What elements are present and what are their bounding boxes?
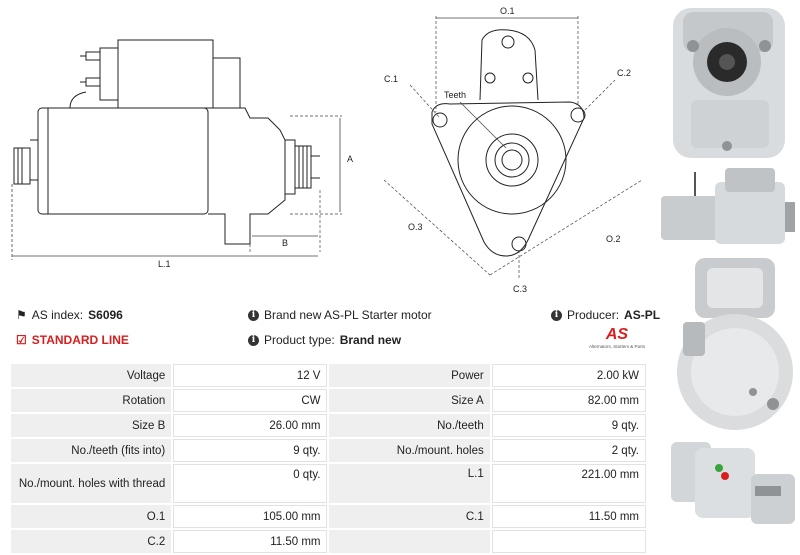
spec-label bbox=[329, 530, 490, 553]
product-photo-front bbox=[673, 8, 785, 158]
info-icon: i bbox=[551, 309, 562, 321]
spec-value: 0 qty. bbox=[173, 464, 328, 503]
spec-label: No./mount. holes with thread bbox=[11, 464, 172, 503]
flange-outline bbox=[431, 101, 585, 257]
as-index-label: AS index: bbox=[31, 308, 84, 322]
spec-label: Power bbox=[329, 364, 490, 387]
logo-mark: AS bbox=[605, 326, 629, 343]
spec-label: No./mount. holes bbox=[329, 439, 490, 462]
spec-table: Voltage 12 V Power 2.00 kW Rotation CW S… bbox=[9, 362, 648, 555]
tag-icon: ⚑ bbox=[16, 308, 27, 322]
spec-label: O.1 bbox=[11, 505, 172, 528]
product-photo-angle bbox=[671, 442, 795, 524]
spec-value: 26.00 mm bbox=[173, 414, 328, 437]
product-type-label: Product type: bbox=[264, 333, 335, 347]
spec-label: Size A bbox=[329, 389, 490, 412]
dim-c2-label: C.2 bbox=[617, 68, 631, 78]
side-view-drawing: A B L.1 bbox=[11, 39, 353, 269]
producer-value: AS-PL bbox=[624, 308, 661, 322]
spec-label: Size B bbox=[11, 414, 172, 437]
spec-value: CW bbox=[173, 389, 328, 412]
description-row: i Brand new AS-PL Starter motor bbox=[248, 308, 432, 322]
solenoid-outline bbox=[117, 39, 214, 109]
front-view-drawing: O.1 C.1 C.2 Teeth O.3 O.2 C.3 bbox=[383, 6, 643, 294]
table-row: Size B 26.00 mm No./teeth 9 qty. bbox=[11, 414, 646, 437]
spec-label: No./teeth bbox=[329, 414, 490, 437]
as-index-row: ⚑ AS index: S6096 bbox=[16, 308, 123, 322]
info-icon: i bbox=[248, 334, 259, 346]
spec-value: 9 qty. bbox=[173, 439, 328, 462]
table-row: Voltage 12 V Power 2.00 kW bbox=[11, 364, 646, 387]
dim-c1-label: C.1 bbox=[384, 74, 398, 84]
spec-label: C.1 bbox=[329, 505, 490, 528]
as-index-value: S6096 bbox=[88, 308, 123, 322]
standard-line-row: ☑ STANDARD LINE bbox=[16, 333, 129, 347]
spec-value bbox=[491, 530, 646, 553]
spec-label: L.1 bbox=[329, 464, 490, 503]
description-text: Brand new AS-PL Starter motor bbox=[264, 308, 432, 322]
spec-value: 2 qty. bbox=[491, 439, 646, 462]
checkbox-check-icon: ☑ bbox=[16, 333, 27, 347]
table-row: O.1 105.00 mm C.1 11.50 mm bbox=[11, 505, 646, 528]
teeth-label: Teeth bbox=[444, 90, 466, 100]
spec-value: 11.50 mm bbox=[491, 505, 646, 528]
product-photo-side bbox=[661, 168, 795, 244]
nose-housing-outline bbox=[208, 107, 286, 245]
motor-body-outline bbox=[37, 107, 209, 215]
spec-value: 12 V bbox=[173, 364, 328, 387]
dim-a-label: A bbox=[347, 154, 353, 164]
logo-tagline: Alternators, Starters & Parts bbox=[588, 344, 646, 349]
spec-value: 105.00 mm bbox=[173, 505, 328, 528]
dim-l1-label: L.1 bbox=[158, 259, 171, 269]
spec-value: 9 qty. bbox=[491, 414, 646, 437]
spec-label: Rotation bbox=[11, 389, 172, 412]
as-pl-logo: AS Alternators, Starters & Parts bbox=[584, 326, 650, 350]
dim-o3-label: O.3 bbox=[408, 222, 423, 232]
dim-o2-label: O.2 bbox=[606, 234, 621, 244]
dim-o1-label: O.1 bbox=[500, 6, 515, 16]
spec-value: 11.50 mm bbox=[173, 530, 328, 553]
spec-label: Voltage bbox=[11, 364, 172, 387]
product-type-row: i Product type: Brand new bbox=[248, 333, 401, 347]
producer-label: Producer: bbox=[567, 308, 620, 322]
table-row: No./teeth (fits into) 9 qty. No./mount. … bbox=[11, 439, 646, 462]
product-photo-rear bbox=[677, 258, 793, 430]
spec-label: C.2 bbox=[11, 530, 172, 553]
table-row: No./mount. holes with thread 0 qty. L.1 … bbox=[11, 464, 646, 503]
dim-b-label: B bbox=[282, 238, 288, 248]
spec-value: 2.00 kW bbox=[491, 364, 646, 387]
table-row: Rotation CW Size A 82.00 mm bbox=[11, 389, 646, 412]
spec-label: No./teeth (fits into) bbox=[11, 439, 172, 462]
producer-row: i Producer: AS-PL bbox=[551, 308, 660, 322]
table-row: C.2 11.50 mm bbox=[11, 530, 646, 553]
info-icon: i bbox=[248, 309, 259, 321]
product-type-value: Brand new bbox=[339, 333, 402, 347]
dim-c3-label: C.3 bbox=[513, 284, 527, 294]
spec-value: 82.00 mm bbox=[491, 389, 646, 412]
standard-line-label: STANDARD LINE bbox=[31, 333, 129, 347]
spec-value: 221.00 mm bbox=[491, 464, 646, 503]
